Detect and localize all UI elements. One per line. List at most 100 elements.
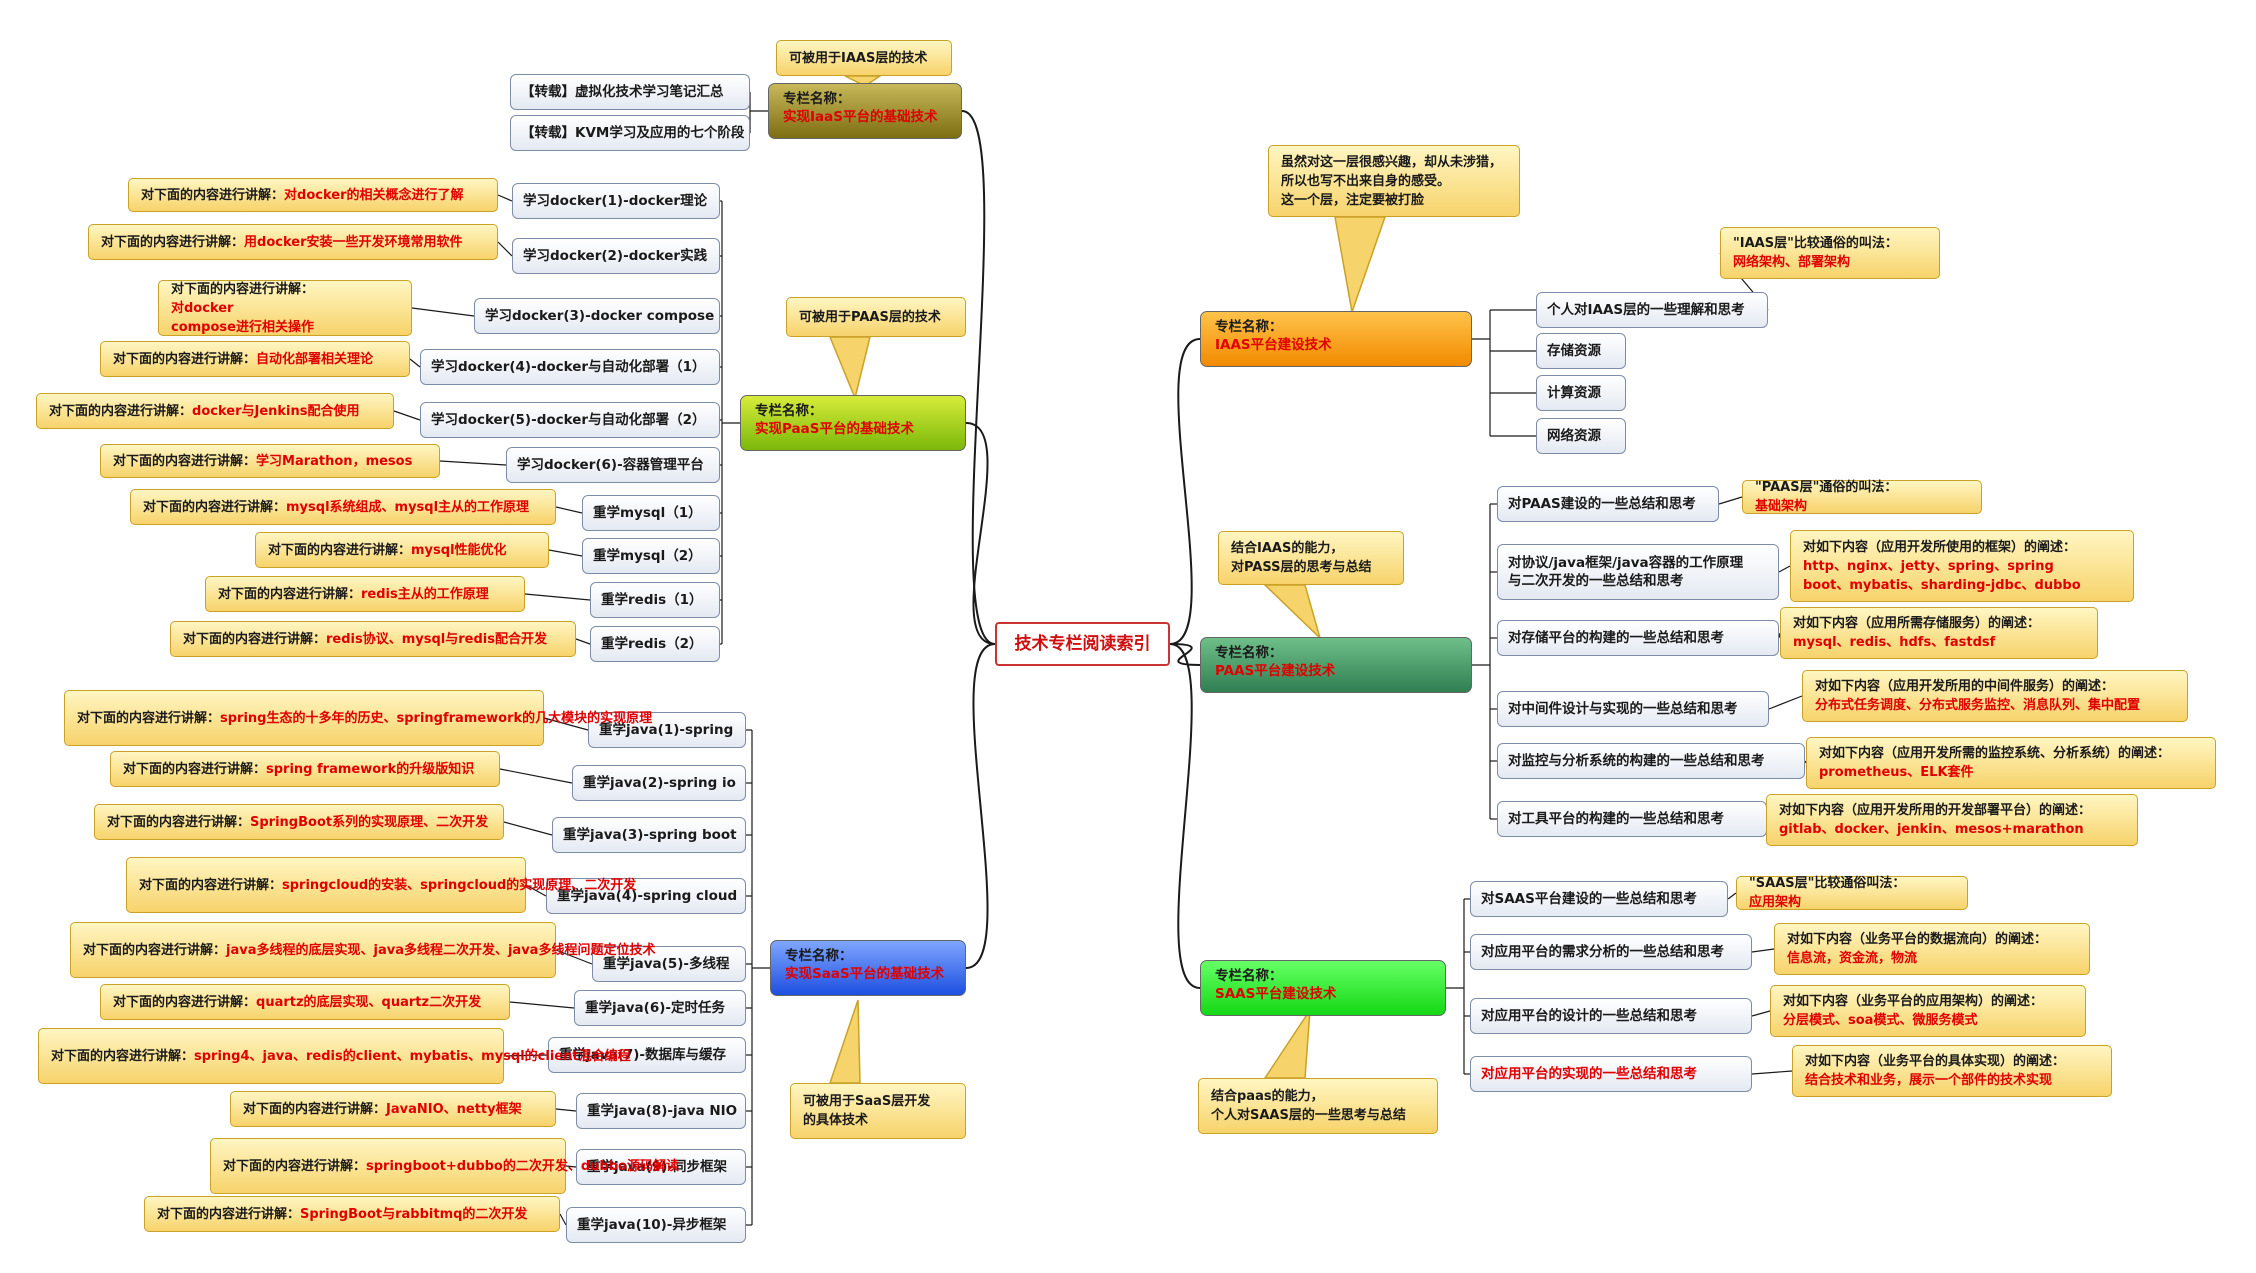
item-node[interactable]: 【转载】虚拟化技术学习笔记汇总 <box>510 74 750 110</box>
center-node-title[interactable]: 技术专栏阅读索引 <box>995 622 1170 666</box>
item-node[interactable]: 网络资源 <box>1536 418 1626 454</box>
note-text: 网络架构、部署架构 <box>1733 255 1851 270</box>
item-node[interactable]: 个人对IAAS层的一些理解和思考 <box>1536 292 1768 328</box>
topic-name: 实现IaaS平台的基础技术 <box>783 109 938 125</box>
note-lead: 对下面的内容进行讲解： <box>77 710 221 726</box>
item-note: "PAAS层"通俗的叫法：基础架构 <box>1742 480 1982 514</box>
callout-line: 虽然对这一层很感兴趣，却从未涉猎， <box>1281 154 1503 170</box>
callout-line: 可被用于IAAS层的技术 <box>789 50 928 66</box>
note-first-line: 对下面的内容进行讲解：学习Marathon，mesos <box>113 452 427 471</box>
item-node[interactable]: 重学java(7)-数据库与缓存 <box>548 1037 746 1073</box>
item-node[interactable]: 对协议/java框架/java容器的工作原理与二次开发的一些总结和思考 <box>1497 544 1779 600</box>
note-text: SpringBoot系列的实现原理、二次开发 <box>250 814 489 830</box>
item-node[interactable]: 对监控与分析系统的构建的一些总结和思考 <box>1497 743 1805 779</box>
item-node[interactable]: 重学java(10)-异步框架 <box>566 1207 746 1243</box>
note-text: 基础架构 <box>1755 499 1808 514</box>
connector-line <box>965 422 996 645</box>
item-note: 对如下内容（应用所需存储服务）的阐述：mysql、redis、hdfs、fast… <box>1780 607 2098 659</box>
connector-line <box>555 949 593 965</box>
note-text: mysql、redis、hdfs、fastdsf <box>1793 635 1996 650</box>
item-node[interactable]: 对应用平台的设计的一些总结和思考 <box>1470 998 1752 1034</box>
item-node[interactable]: 对中间件设计与实现的一些总结和思考 <box>1497 691 1769 727</box>
note-text: java多线程的底层实现、java多线程二次开发、java多线程问题定位技术 <box>226 942 656 958</box>
item-note: 对下面的内容进行讲解：spring生态的十多年的历史、springframewo… <box>64 690 652 746</box>
item-node[interactable]: 对工具平台的构建的一些总结和思考 <box>1497 801 1767 837</box>
connector-line <box>961 110 996 645</box>
item-node[interactable]: 重学java(4)-spring cloud <box>546 878 746 914</box>
connector-line <box>1751 1010 1771 1017</box>
topic-node[interactable]: 专栏名称：IAAS平台建设技术 <box>1200 311 1472 367</box>
item-note: 对如下内容（业务平台的应用架构）的阐述：分层模式、soa模式、微服务模式 <box>1770 985 2086 1037</box>
connector-line <box>1169 338 1201 645</box>
item-node[interactable]: 重学java(1)-spring <box>588 712 746 748</box>
item-node[interactable]: 重学java(3)-spring boot <box>552 817 746 853</box>
note-lead: 对下面的内容进行讲解： <box>268 542 412 558</box>
topic-prefix: 专栏名称： <box>1215 645 1283 661</box>
item-node[interactable]: 重学java(6)-定时任务 <box>574 990 746 1026</box>
item-node[interactable]: 存储资源 <box>1536 333 1626 369</box>
item-node[interactable]: 对应用平台的实现的一些总结和思考 <box>1470 1056 1752 1092</box>
note-first-line: 对下面的内容进行讲解：spring4、java、redis的client、myb… <box>51 1047 631 1066</box>
note-text: 对如下内容（应用开发所需的监控系统、分析系统）的阐述： <box>1819 746 2171 761</box>
item-node[interactable]: 学习docker(6)-容器管理平台 <box>506 447 720 483</box>
note-first-line: 对下面的内容进行讲解：对docker的相关概念进行了解 <box>141 186 485 205</box>
item-node[interactable]: 重学redis（2） <box>590 626 720 662</box>
note-text: 对如下内容（业务平台的具体实现）的阐述： <box>1805 1054 2066 1069</box>
item-node[interactable]: 学习docker(4)-docker与自动化部署（1） <box>420 349 720 385</box>
topic-node[interactable]: 专栏名称：实现PaaS平台的基础技术 <box>740 395 966 451</box>
note-text: SpringBoot与rabbitmq的二次开发 <box>300 1206 528 1222</box>
connector-line <box>1751 1070 1793 1075</box>
note-text: "SAAS层"比较通俗叫法： <box>1749 876 1906 891</box>
note-lead: 对下面的内容进行讲解： <box>139 877 283 893</box>
item-node[interactable]: 重学java(9)-同步框架 <box>576 1149 746 1185</box>
connector-line <box>411 307 475 317</box>
callout-note: 可被用于SaaS层开发的具体技术 <box>790 1083 966 1139</box>
callout-line: 个人对SAAS层的一些思考与总结 <box>1211 1108 1406 1123</box>
connector-line <box>1751 948 1775 953</box>
item-note: 对下面的内容进行讲解：docker与Jenkins配合使用 <box>36 393 394 429</box>
item-node[interactable]: 对SAAS平台建设的一些总结和思考 <box>1470 881 1728 917</box>
topic-node[interactable]: 专栏名称：PAAS平台建设技术 <box>1200 637 1472 693</box>
note-text: redis主从的工作原理 <box>361 586 489 602</box>
connector-line <box>1718 496 1743 505</box>
note-lead: 对下面的内容进行讲解： <box>107 814 251 830</box>
item-node[interactable]: 学习docker(2)-docker实践 <box>512 238 720 274</box>
item-note: 对下面的内容进行讲解：spring framework的升级版知识 <box>110 751 500 787</box>
item-note: 对如下内容（业务平台的数据流向）的阐述：信息流，资金流，物流 <box>1774 923 2090 975</box>
note-text: springboot+dubbo的二次开发、dubbo源码解读 <box>366 1158 679 1174</box>
item-node[interactable]: 重学mysql（2） <box>582 538 720 574</box>
note-first-line: 对下面的内容进行讲解：SpringBoot系列的实现原理、二次开发 <box>107 813 491 832</box>
item-note: 对下面的内容进行讲解：mysql系统组成、mysql主从的工作原理 <box>130 489 556 525</box>
note-first-line: 对下面的内容进行讲解：JavaNIO、netty框架 <box>243 1100 543 1119</box>
item-node[interactable]: 重学redis（1） <box>590 582 720 618</box>
item-node[interactable]: 【转载】KVM学习及应用的七个阶段 <box>510 115 750 151</box>
item-node[interactable]: 重学java(5)-多线程 <box>592 946 746 982</box>
item-node[interactable]: 重学mysql（1） <box>582 495 720 531</box>
item-node[interactable]: 对应用平台的需求分析的一些总结和思考 <box>1470 934 1752 970</box>
note-lead: 对下面的内容进行讲解： <box>123 761 267 777</box>
connector-line <box>565 1165 577 1168</box>
item-note: 对如下内容（应用开发所使用的框架）的阐述：http、nginx、jetty、sp… <box>1790 530 2134 602</box>
item-node[interactable]: 计算资源 <box>1536 375 1626 411</box>
topic-node[interactable]: 专栏名称：实现IaaS平台的基础技术 <box>768 83 962 139</box>
note-text: 用docker安装一些开发环境常用软件 <box>244 234 463 250</box>
item-node[interactable]: 重学java(8)-java NIO <box>576 1093 746 1129</box>
item-node[interactable]: 学习docker(1)-docker理论 <box>512 183 720 219</box>
note-text: 对如下内容（应用开发所使用的框架）的阐述： <box>1803 539 2077 555</box>
item-note: 对如下内容（应用开发所用的开发部署平台）的阐述：gitlab、docker、je… <box>1766 794 2138 846</box>
note-first-line: 对下面的内容进行讲解：spring生态的十多年的历史、springframewo… <box>77 709 652 728</box>
note-text: springcloud的安装、springcloud的实现原理、二次开发 <box>282 877 637 893</box>
note-text: 信息流，资金流，物流 <box>1787 951 1918 966</box>
item-node[interactable]: 对PAAS建设的一些总结和思考 <box>1497 486 1719 522</box>
note-text: 结合技术和业务，展示一个部件的技术实现 <box>1805 1073 2053 1088</box>
note-text: docker与Jenkins配合使用 <box>192 403 360 419</box>
topic-node[interactable]: 专栏名称：SAAS平台建设技术 <box>1200 960 1446 1016</box>
item-note: 对下面的内容进行讲解：SpringBoot与rabbitmq的二次开发 <box>144 1196 560 1232</box>
item-node[interactable]: 学习docker(5)-docker与自动化部署（2） <box>420 402 720 438</box>
topic-node[interactable]: 专栏名称：实现SaaS平台的基础技术 <box>770 940 966 996</box>
item-node[interactable]: 对存储平台的构建的一些总结和思考 <box>1497 620 1779 656</box>
item-node[interactable]: 重学java(2)-spring io <box>572 765 746 801</box>
callout-line: 可被用于PAAS层的技术 <box>799 309 941 325</box>
item-note: 对下面的内容进行讲解：SpringBoot系列的实现原理、二次开发 <box>94 804 504 840</box>
item-node[interactable]: 学习docker(3)-docker compose <box>474 298 720 334</box>
